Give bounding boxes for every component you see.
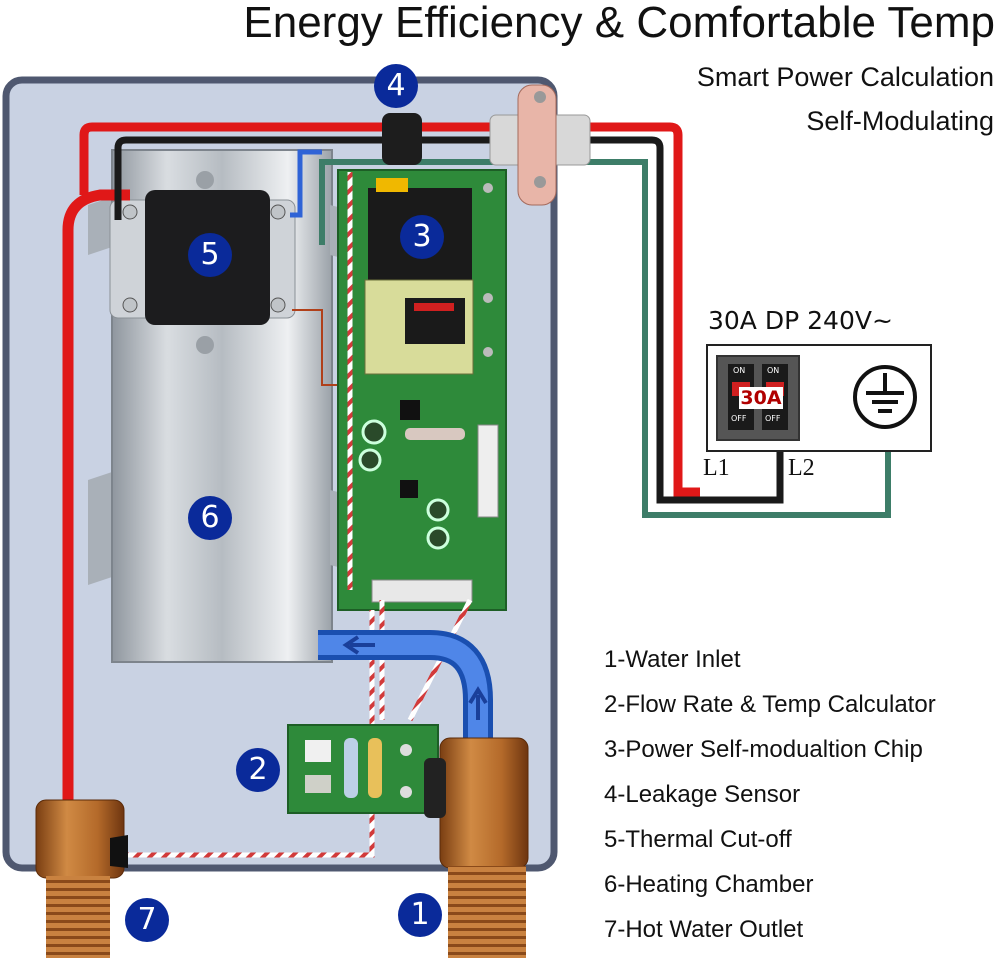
subtitle-smart-power: Smart Power Calculation: [696, 62, 994, 92]
hot-wire: [79, 122, 700, 497]
flow-temp-board: [287, 724, 439, 814]
switch-off-label-left: OFF: [731, 414, 747, 423]
badge-water-inlet: 1: [398, 893, 442, 937]
breaker-rating-label: 30A DP 240V~: [708, 306, 893, 335]
switch-on-label-left: ON: [733, 366, 746, 375]
legend-item: 3-Power Self-modualtion Chip: [604, 736, 923, 763]
breaker-rating-plate: 30A: [739, 387, 783, 409]
legend-item: 2-Flow Rate & Temp Calculator: [604, 691, 936, 718]
badge-leakage-sensor: 4: [374, 64, 418, 108]
hot-wire-outlet: [62, 189, 130, 800]
badge-flow-temp-calculator: 2: [236, 748, 280, 792]
legend-item: 5-Thermal Cut-off: [604, 826, 792, 853]
line-label-l2: L2: [788, 455, 815, 481]
component-legend: 1-Water Inlet 2-Flow Rate & Temp Calcula…: [604, 642, 936, 957]
water-pipe: [318, 630, 493, 745]
switch-on-label-right: ON: [767, 366, 780, 375]
badge-heating-chamber: 6: [188, 496, 232, 540]
hot-water-outlet-fitting: [35, 799, 128, 958]
page-title: Energy Efficiency & Comfortable Temp: [243, 0, 995, 47]
legend-item: 7-Hot Water Outlet: [604, 916, 804, 943]
legend-item: 6-Heating Chamber: [604, 871, 814, 898]
legend-item: 1-Water Inlet: [604, 646, 741, 673]
switch-off-label-right: OFF: [765, 414, 781, 423]
neutral-wire: [114, 136, 784, 504]
badge-power-chip: 3: [400, 215, 444, 259]
leakage-sensor: [382, 84, 591, 206]
ground-icon: [853, 365, 917, 429]
ground-wire: [319, 159, 891, 518]
line-label-l1: L1: [703, 455, 730, 481]
badge-thermal-cutoff: 5: [188, 233, 232, 277]
water-inlet-fitting: [424, 737, 529, 958]
subtitle-self-modulating: Self-Modulating: [806, 106, 994, 136]
legend-item: 4-Leakage Sensor: [604, 781, 801, 808]
badge-hot-water-outlet: 7: [125, 898, 169, 942]
